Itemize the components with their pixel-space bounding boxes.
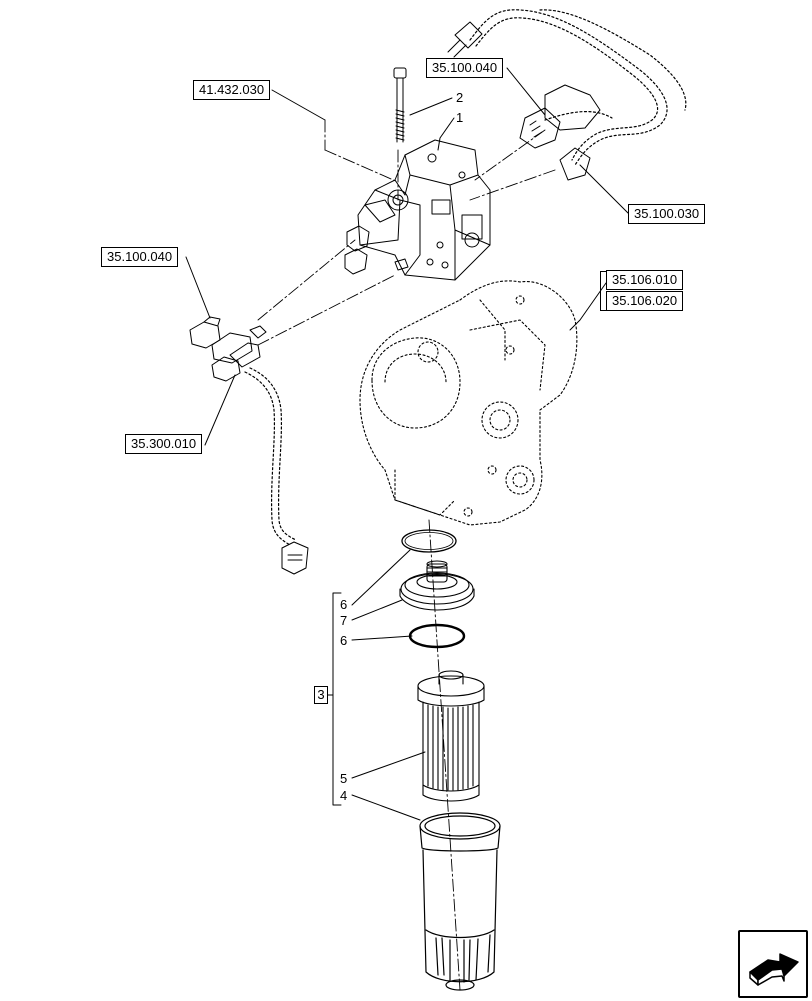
arrow-navigation-icon <box>749 953 799 986</box>
left-solenoid-connectors <box>189 316 267 382</box>
item-number-6-upper: 6 <box>340 597 348 612</box>
ref-35-106-020[interactable]: 35.106.020 <box>606 291 684 311</box>
ref-35-300-010[interactable]: 35.300.010 <box>125 434 203 454</box>
navigation-button[interactable] <box>738 930 808 998</box>
upper-wiring-harness <box>469 9 687 166</box>
ref-35-100-040-top[interactable]: 35.100.040 <box>426 58 504 78</box>
assembly-axis-lines <box>257 119 556 991</box>
o-ring-upper <box>401 529 457 553</box>
ref-35-100-030[interactable]: 35.100.030 <box>628 204 706 224</box>
callout-leader-lines <box>185 67 629 821</box>
ref-41-432-030[interactable]: 41.432.030 <box>193 80 271 100</box>
ref-35-106-010[interactable]: 35.106.010 <box>606 270 684 290</box>
pump-housing-reference <box>359 280 578 526</box>
bolt-part <box>393 67 407 143</box>
filter-element-part <box>417 670 485 802</box>
group-number-3: 3 <box>314 686 328 704</box>
item-number-6-lower: 6 <box>340 633 348 648</box>
ref-pair-bracket <box>600 271 606 311</box>
item-number-7: 7 <box>340 613 348 628</box>
top-connector <box>447 21 601 181</box>
filter-bowl-part <box>419 812 501 991</box>
valve-block-part <box>344 139 491 281</box>
item-number-2: 2 <box>456 90 464 105</box>
left-cable-plug <box>281 541 309 575</box>
ref-35-100-040-left[interactable]: 35.100.040 <box>101 247 179 267</box>
item-number-1: 1 <box>456 110 464 125</box>
item-number-5: 5 <box>340 771 348 786</box>
filter-adapter-part <box>399 560 475 611</box>
group-bracket <box>326 592 342 806</box>
item-number-4: 4 <box>340 788 348 803</box>
left-wiring-cable <box>244 367 297 546</box>
